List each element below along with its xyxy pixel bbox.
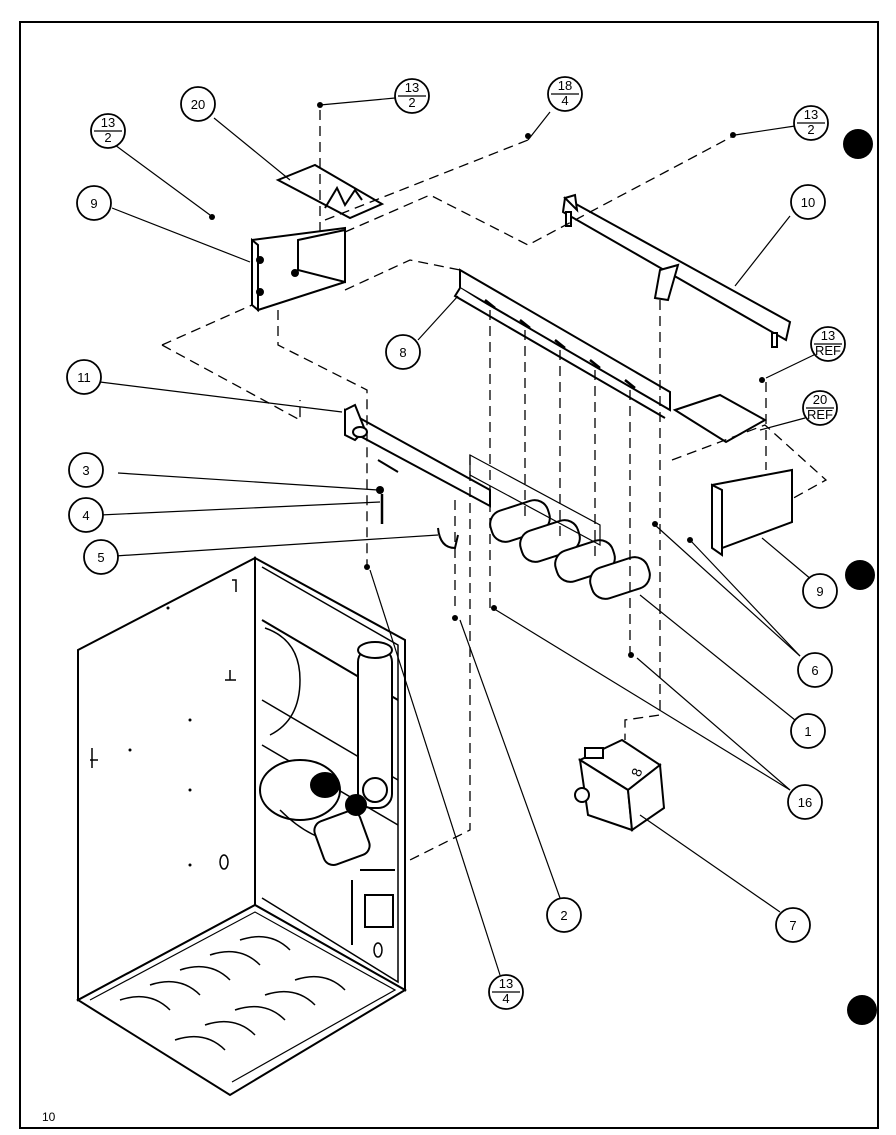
svg-text:13: 13 <box>821 328 835 343</box>
svg-text:3: 3 <box>82 463 89 478</box>
callout-13-4: 13 4 <box>488 974 524 1010</box>
callout-13-2-top: 13 2 <box>394 78 430 114</box>
callout-9-right: 9 <box>802 573 838 609</box>
svg-text:4: 4 <box>82 508 89 523</box>
callout-7: 7 <box>775 907 811 943</box>
svg-text:11: 11 <box>77 370 91 385</box>
svg-text:13: 13 <box>405 80 419 95</box>
callout-1: 1 <box>790 713 826 749</box>
svg-text:8: 8 <box>399 345 406 360</box>
svg-text:9: 9 <box>816 584 823 599</box>
binder-hole-middle <box>845 560 875 590</box>
binder-hole-bottom <box>847 995 877 1025</box>
svg-text:9: 9 <box>90 196 97 211</box>
callout-13-ref: 13 REF <box>810 326 846 362</box>
callout-3: 3 <box>68 452 104 488</box>
svg-text:2: 2 <box>807 122 814 137</box>
assembly-lines <box>161 110 828 861</box>
callouts: 20 13 2 18 4 13 2 13 2 9 <box>66 76 846 1010</box>
callout-13-2-right: 13 2 <box>793 105 829 141</box>
svg-text:2: 2 <box>408 95 415 110</box>
svg-text:10: 10 <box>801 195 815 210</box>
svg-text:REF: REF <box>807 407 833 422</box>
callout-20: 20 <box>180 86 216 122</box>
callout-20-ref: 20 REF <box>802 390 838 426</box>
page-border <box>19 21 879 1129</box>
callout-16: 16 <box>787 784 823 820</box>
svg-text:13: 13 <box>101 115 115 130</box>
svg-text:18: 18 <box>558 78 572 93</box>
svg-text:4: 4 <box>502 991 509 1006</box>
svg-text:20: 20 <box>813 392 827 407</box>
svg-text:REF: REF <box>815 343 841 358</box>
callout-13-2-left: 13 2 <box>90 113 126 149</box>
page-number: 10 <box>42 1110 56 1124</box>
furnace-cabinet <box>76 556 407 1097</box>
callout-10: 10 <box>790 184 826 220</box>
callout-6: 6 <box>797 652 833 688</box>
callout-5: 5 <box>83 539 119 575</box>
callout-4: 4 <box>68 497 104 533</box>
screws <box>209 102 765 658</box>
svg-text:13: 13 <box>804 107 818 122</box>
leader-lines <box>99 97 821 976</box>
svg-text:20: 20 <box>191 97 205 112</box>
svg-text:6: 6 <box>811 663 818 678</box>
svg-text:16: 16 <box>798 795 812 810</box>
callout-18-4: 18 4 <box>547 76 583 112</box>
svg-text:1: 1 <box>804 724 811 739</box>
svg-text:2: 2 <box>560 908 567 923</box>
callout-9-left: 9 <box>76 185 112 221</box>
svg-text:7: 7 <box>789 918 796 933</box>
svg-text:4: 4 <box>561 93 568 108</box>
svg-text:5: 5 <box>97 550 104 565</box>
callout-8: 8 <box>385 334 421 370</box>
cabinet-dots <box>128 606 192 867</box>
binder-hole-top <box>843 129 873 159</box>
callout-2: 2 <box>546 897 582 933</box>
callout-11: 11 <box>66 359 102 395</box>
svg-text:13: 13 <box>499 976 513 991</box>
svg-text:2: 2 <box>104 130 111 145</box>
clip-5 <box>437 527 459 550</box>
burner-manifold-assembly: 8 <box>250 163 793 832</box>
